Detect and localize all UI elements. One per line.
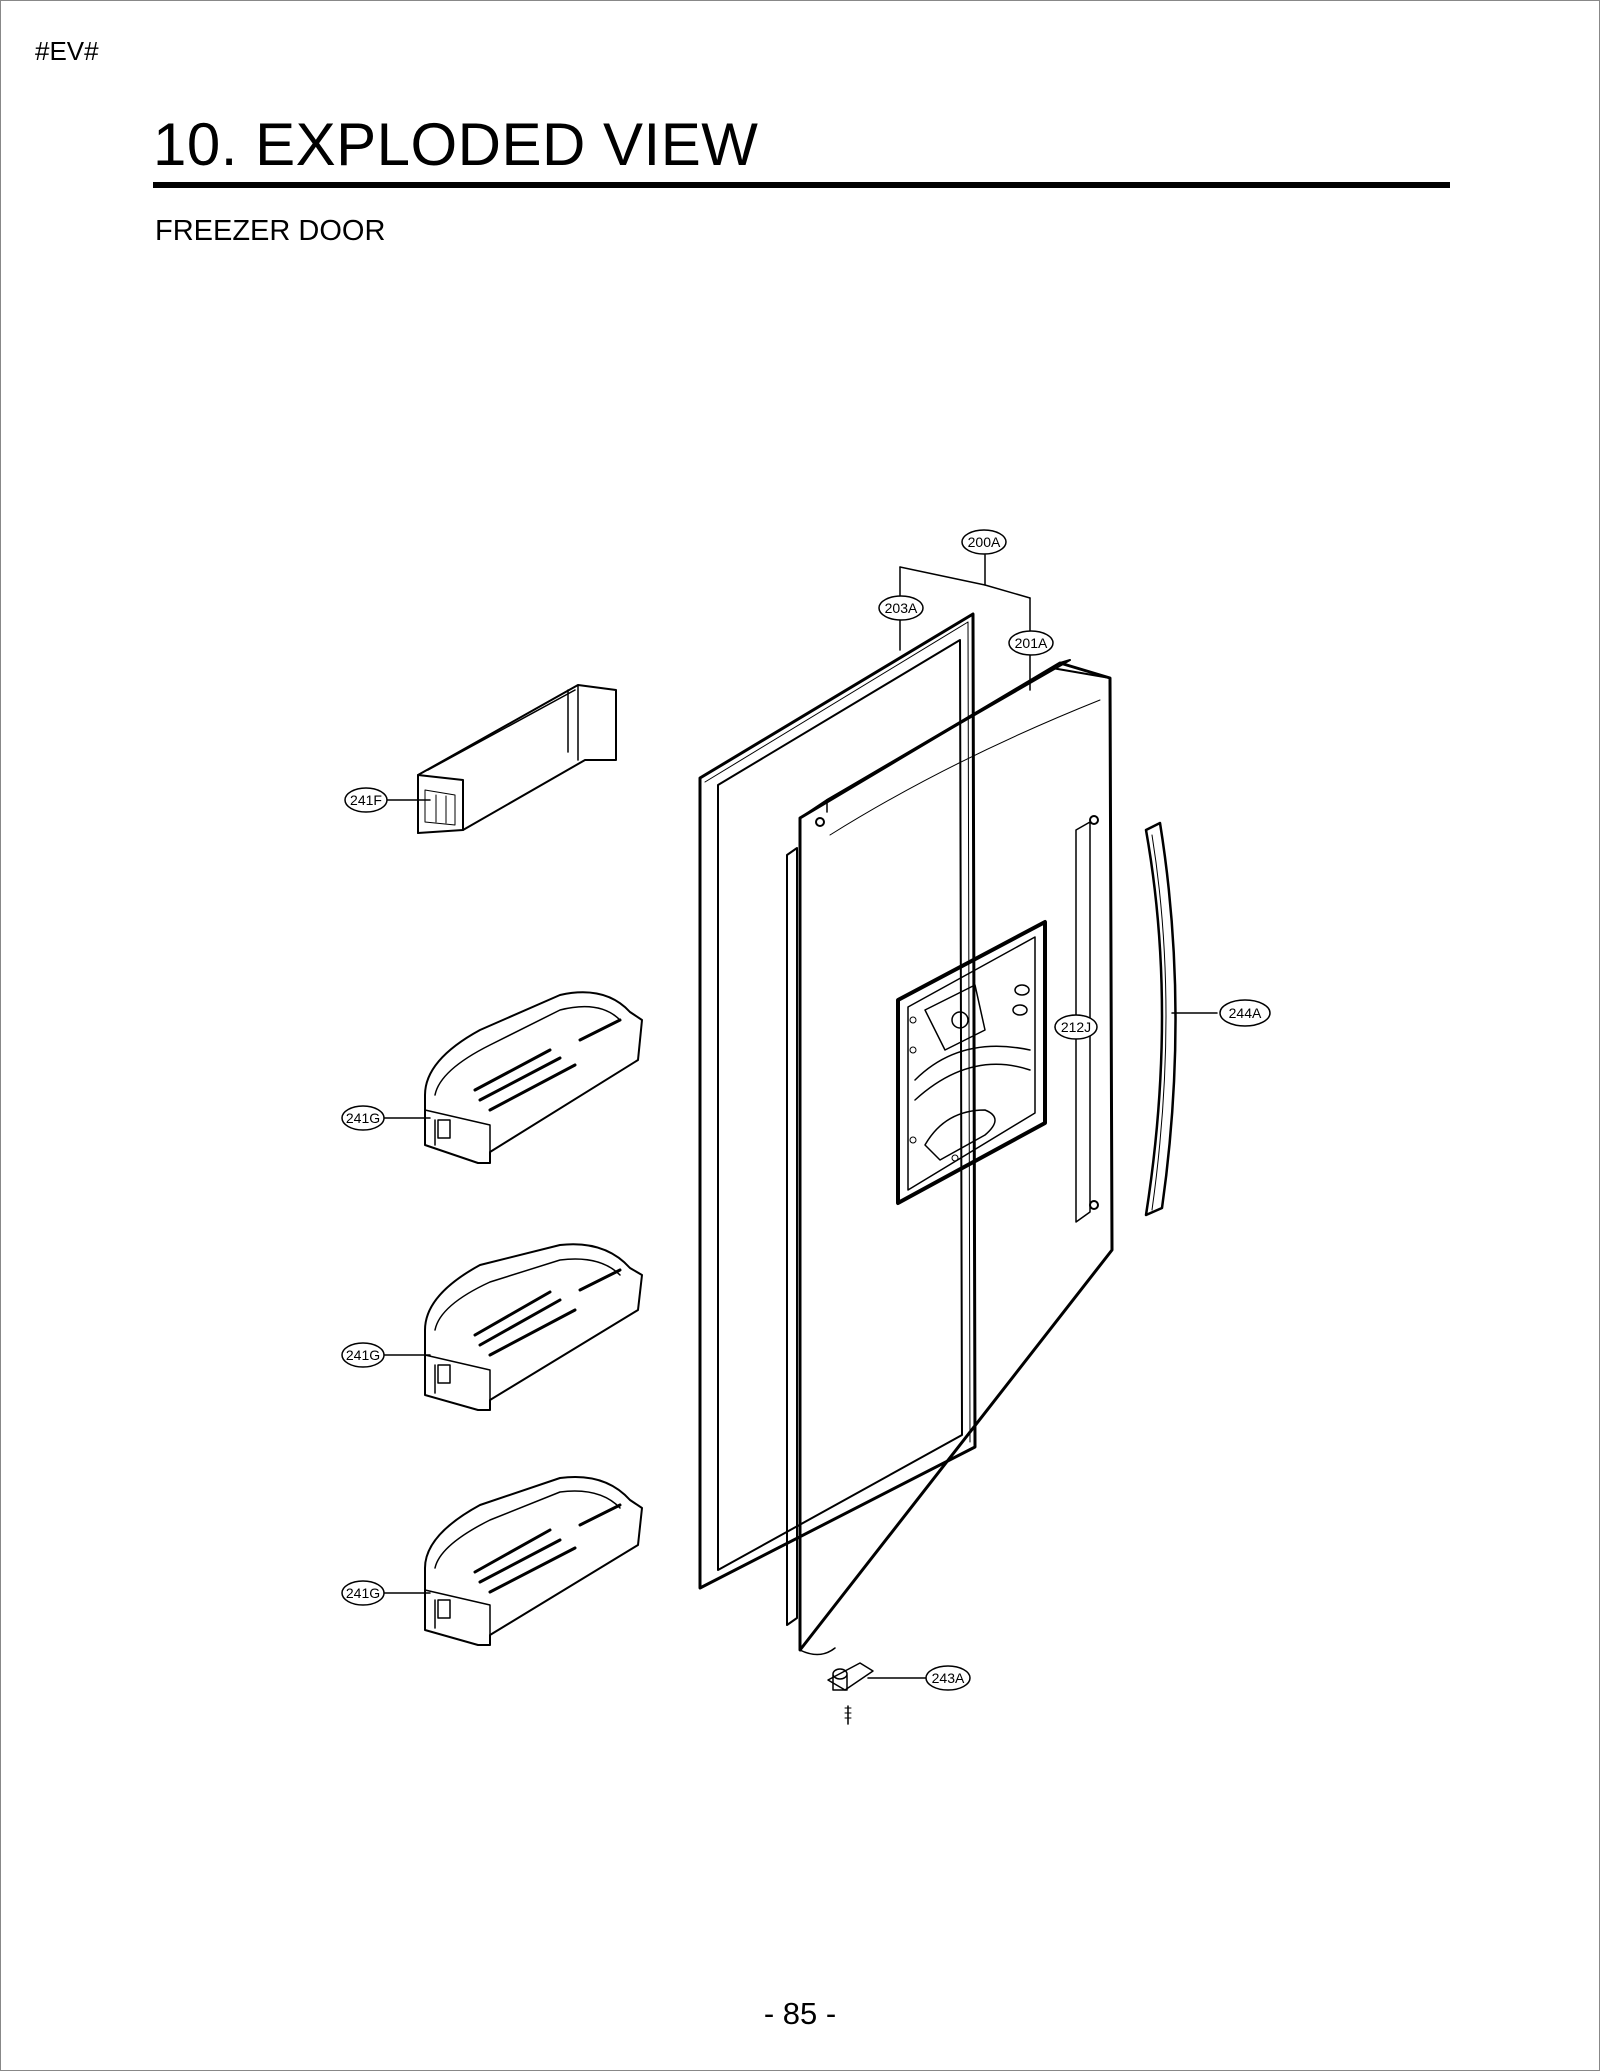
section-subtitle: FREEZER DOOR — [155, 215, 386, 247]
title-rule — [153, 182, 1450, 188]
freezer-door — [786, 659, 1114, 1656]
callout-241F: 241F — [344, 787, 388, 813]
callout-243A-label: 243A — [932, 1670, 965, 1686]
handle-bracket — [1075, 815, 1099, 1223]
door-bin-3 — [424, 1476, 643, 1646]
callout-241F-label: 241F — [350, 792, 382, 808]
page-title: 10. EXPLODED VIEW — [153, 111, 759, 178]
callout-212J-label: 212J — [1061, 1019, 1091, 1035]
callout-212J: 212J — [1054, 1014, 1098, 1040]
callout-241G-2-label: 241G — [346, 1347, 380, 1363]
callout-241G-1-label: 241G — [346, 1110, 380, 1126]
callout-203A: 203A — [878, 595, 924, 621]
door-handle — [1144, 821, 1177, 1217]
document-tag: #EV# — [35, 36, 99, 66]
bottom-hinge — [827, 1662, 874, 1725]
callout-201A-label: 201A — [1015, 635, 1048, 651]
callout-203A-label: 203A — [885, 600, 918, 616]
callout-241G-1: 241G — [341, 1105, 385, 1131]
door-bin-1 — [424, 991, 643, 1164]
dispenser-opening — [896, 920, 1047, 1205]
callout-243A: 243A — [925, 1665, 971, 1691]
callout-200A-label: 200A — [968, 534, 1001, 550]
callout-200A: 200A — [961, 529, 1007, 555]
page-number: - 85 - — [763, 1996, 837, 2031]
callout-241G-3: 241G — [341, 1580, 385, 1606]
door-bin-2 — [424, 1243, 643, 1411]
callout-241G-2: 241G — [341, 1342, 385, 1368]
callout-241G-3-label: 241G — [346, 1585, 380, 1601]
callout-244A-label: 244A — [1229, 1005, 1262, 1021]
callout-201A: 201A — [1008, 630, 1054, 656]
callout-244A: 244A — [1219, 999, 1271, 1027]
leader-lines — [382, 554, 1218, 1679]
door-gasket — [698, 612, 977, 1590]
upper-door-basket — [417, 684, 617, 834]
